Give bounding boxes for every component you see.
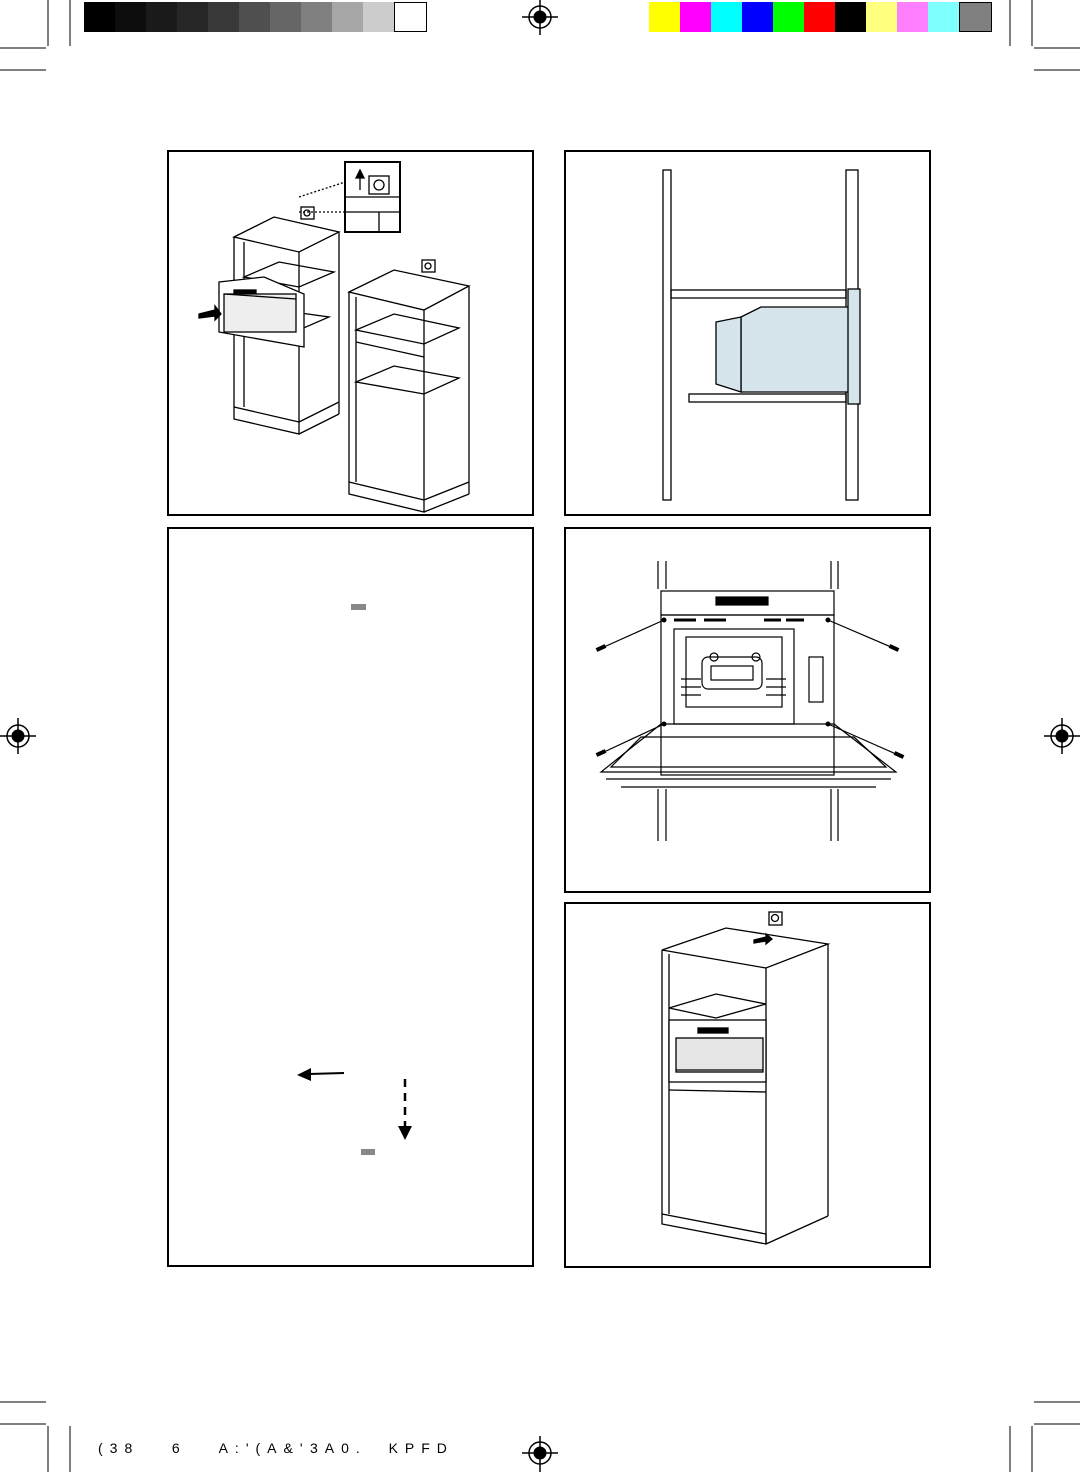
figure-arrow-panel: [167, 527, 534, 1267]
figure-side-view: [564, 150, 931, 516]
arrow-down-icon: [398, 1079, 412, 1140]
registration-mark-icon: [522, 1436, 558, 1472]
gray-swatch: [84, 2, 115, 32]
grayscale-color-bar: [84, 0, 432, 34]
color-swatch: [711, 2, 742, 32]
gray-marker: [351, 604, 366, 610]
color-swatch: [804, 2, 835, 32]
color-swatch: [928, 2, 959, 32]
gray-swatch: [146, 2, 177, 32]
color-swatch: [773, 2, 804, 32]
color-swatch: [866, 2, 897, 32]
arrow-panel-illustration: [297, 604, 412, 1155]
screw-icon: [661, 617, 667, 623]
color-swatch: [835, 2, 866, 32]
gray-swatch: [208, 2, 239, 32]
screw-icon: [825, 617, 831, 623]
side-view-illustration: [662, 169, 861, 501]
cabinet-insertion-illustration: [198, 161, 471, 513]
figure-oven-in-cabinet: [564, 902, 931, 1268]
gray-swatch: [332, 2, 363, 32]
gray-swatch: [394, 2, 427, 32]
gray-swatch: [115, 2, 146, 32]
figure-cabinet-insertion: [167, 150, 534, 516]
registration-mark-icon: [0, 718, 36, 754]
gray-swatch: [301, 2, 332, 32]
footer-left-code: (38 6 A:'(A&': [98, 1440, 310, 1456]
registration-mark-icon: [1044, 718, 1080, 754]
gray-swatch: [270, 2, 301, 32]
screw-icon: [661, 721, 667, 727]
gray-marker: [361, 1149, 375, 1155]
arrow-left-icon: [297, 1068, 345, 1081]
color-swatch: [742, 2, 773, 32]
color-swatch: [897, 2, 928, 32]
screw-icon: [825, 721, 831, 727]
registration-mark-icon: [522, 0, 558, 35]
footer-right-code: 3A0. KPFD: [310, 1440, 454, 1456]
color-swatch: [959, 2, 992, 32]
figure-oven-screws: [564, 527, 931, 893]
color-swatch: [680, 2, 711, 32]
color-swatch: [649, 2, 680, 32]
gray-swatch: [239, 2, 270, 32]
process-color-bar: [649, 0, 997, 34]
oven-in-cabinet-illustration: [661, 911, 831, 1245]
gray-swatch: [177, 2, 208, 32]
gray-swatch: [363, 2, 394, 32]
oven-screws-illustration: [595, 561, 905, 841]
